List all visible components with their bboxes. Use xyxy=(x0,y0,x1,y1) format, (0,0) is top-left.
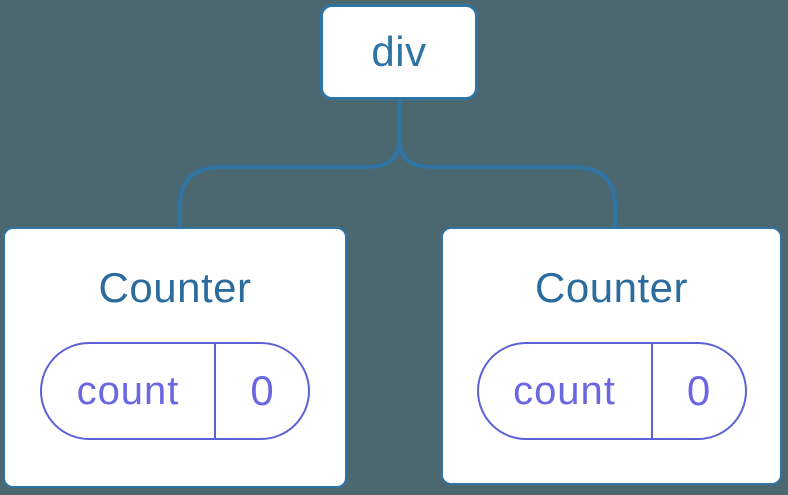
state-key-segment: count xyxy=(42,344,216,438)
state-value-segment: 0 xyxy=(216,344,308,438)
state-pill: count 0 xyxy=(476,342,747,440)
counter-card-left: Counter count 0 xyxy=(3,227,347,488)
state-key-segment: count xyxy=(479,344,653,438)
tree-node-div-label: div xyxy=(371,28,427,75)
state-value-segment: 0 xyxy=(653,344,745,438)
counter-card-right: Counter count 0 xyxy=(441,227,782,485)
component-name-label: Counter xyxy=(98,264,252,311)
tree-node-div: div xyxy=(320,4,478,100)
component-name-label: Counter xyxy=(535,264,688,311)
state-key-label: count xyxy=(513,368,616,413)
state-value-label: 0 xyxy=(686,367,711,414)
state-pill: count 0 xyxy=(40,342,310,440)
connector-left-branch xyxy=(178,100,402,228)
connector-right-branch xyxy=(397,100,617,228)
state-key-label: count xyxy=(76,368,180,413)
state-value-label: 0 xyxy=(250,367,274,414)
